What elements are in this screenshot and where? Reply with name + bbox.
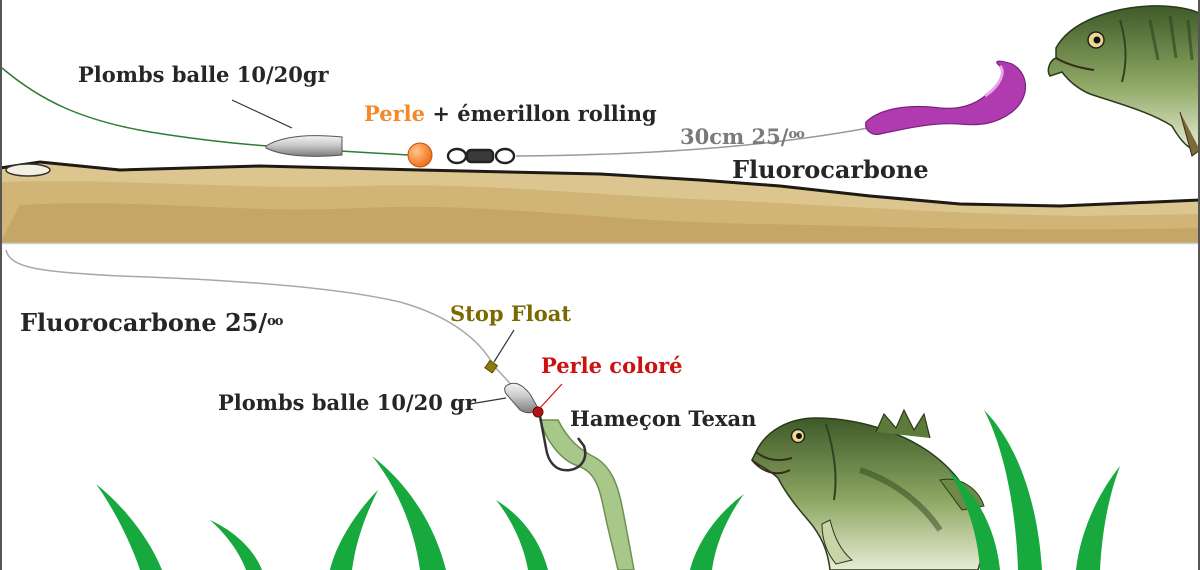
- stop-float-label: Stop Float: [450, 301, 572, 326]
- bottom-sinker-label: Plombs balle 10/20 gr: [218, 390, 476, 415]
- bottom-line-main: Fluorocarbone 25/: [20, 308, 268, 337]
- top-bead-word: Perle: [364, 101, 425, 126]
- top-leader-main: 30cm 25/: [680, 124, 789, 149]
- bass-fish-icon: [1047, 5, 1200, 157]
- texas-hook-icon: [538, 415, 587, 472]
- bullet-sinker-icon: [265, 135, 343, 157]
- top-leader-label: 30cm 25/oo: [680, 124, 805, 149]
- weed-icon: [96, 410, 1120, 570]
- main-line-top-2: [339, 150, 409, 156]
- top-bead-swivel-label: Perle + émerillon rolling: [364, 103, 657, 124]
- main-line-top: [1, 67, 269, 147]
- colored-bead-label: Perle coloré: [541, 353, 683, 378]
- texas-hook-label: Hameçon Texan: [570, 406, 757, 431]
- stop-float-icon: [484, 359, 499, 374]
- sand-bottom: [0, 160, 1200, 243]
- bottom-line-label: Fluorocarbone 25/oo: [20, 308, 283, 337]
- bottom-line-sup: oo: [267, 314, 283, 329]
- top-swivel-text: + émerillon rolling: [432, 101, 657, 126]
- main-line-bottom: [5, 249, 495, 367]
- leader-line-top: [515, 127, 869, 157]
- swivel-icon: [446, 147, 516, 165]
- top-line-label: Fluorocarbone: [732, 155, 929, 184]
- red-bead-icon: [532, 406, 544, 418]
- top-sinker-label: Plombs balle 10/20gr: [78, 62, 329, 87]
- soft-worm-icon: [865, 60, 1026, 135]
- top-leader-sup: oo: [788, 127, 804, 142]
- bullet-sinker-icon: [504, 382, 539, 414]
- orange-bead-icon: [407, 142, 433, 168]
